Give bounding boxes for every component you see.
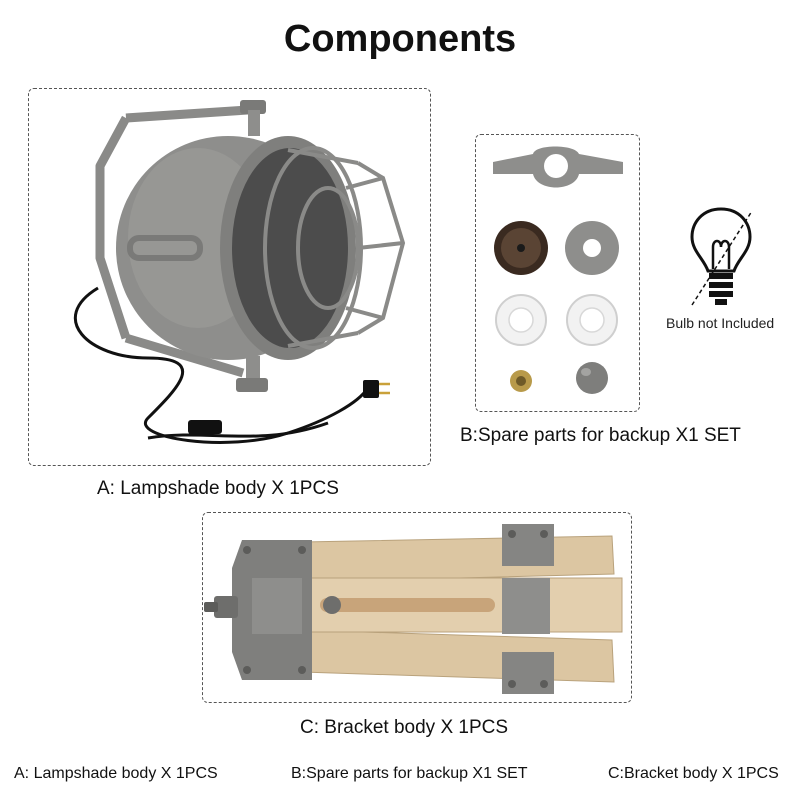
footer-item-c: C:Bracket body X 1PCS (608, 765, 779, 782)
panel-lampshade (28, 88, 431, 466)
spare-parts-image (493, 146, 623, 394)
caption-lampshade: A: Lampshade body X 1PCS (97, 478, 339, 499)
lampshade-image (74, 100, 406, 444)
caption-bracket: C: Bracket body X 1PCS (300, 717, 509, 738)
bulb-note: Bulb not Included (666, 315, 775, 331)
panel-bracket (202, 512, 632, 703)
footer-item-a: A: Lampshade body X 1PCS (14, 765, 218, 782)
panel-spare-parts (475, 134, 640, 412)
footer-item-b: B:Spare parts for backup X1 SET (291, 765, 528, 782)
bulb-icon (690, 207, 753, 306)
caption-spare-parts: B:Spare parts for backup X1 SET (460, 425, 741, 446)
page-title: Components (283, 18, 517, 60)
bracket-image (204, 524, 623, 694)
